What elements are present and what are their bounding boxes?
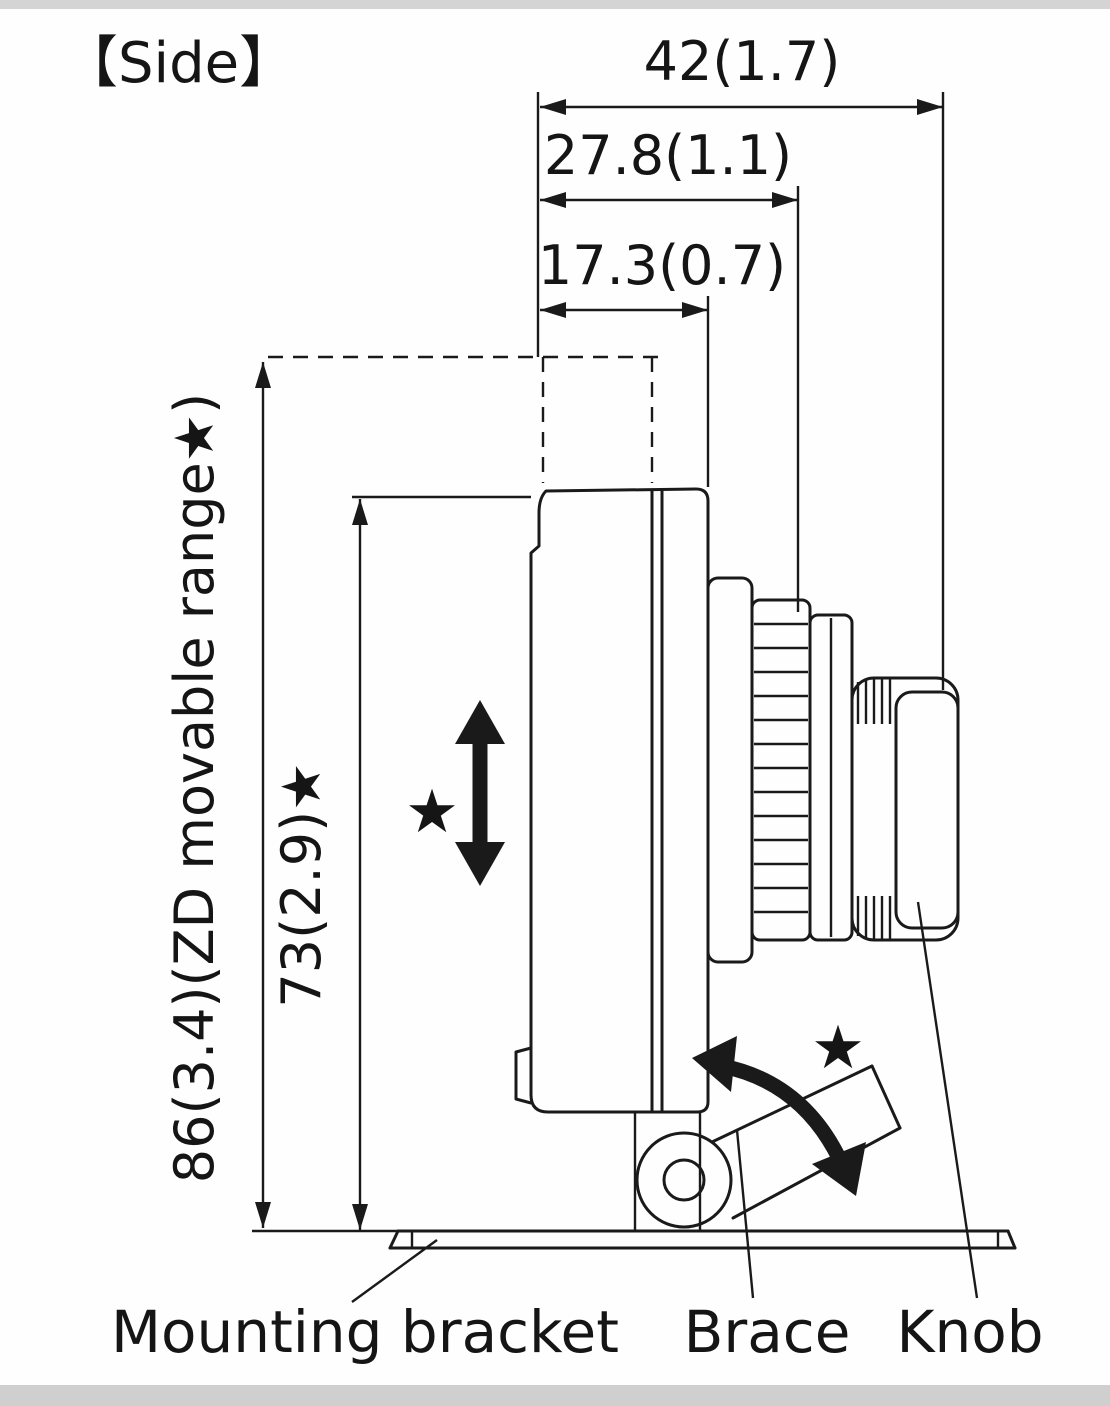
dimension-body-height: 73(2.9)★ bbox=[270, 495, 531, 1230]
vertical-move-star-icon: ★ bbox=[405, 777, 459, 847]
dimension-overall-width: 42(1.7) bbox=[536, 30, 945, 690]
tilt-ratchet-assembly bbox=[706, 576, 854, 964]
tilt-rotation-arrow bbox=[692, 1036, 866, 1196]
device-body bbox=[514, 487, 710, 1114]
dimension-inner-width: 17.3(0.7) bbox=[538, 234, 786, 487]
mounting-bracket-label: Mounting bracket bbox=[111, 1298, 619, 1366]
movable-range-ghost bbox=[268, 355, 662, 483]
leader-lines bbox=[351, 901, 979, 1303]
mounting-bracket-drawing bbox=[388, 1229, 1017, 1250]
tilt-star-icon: ★ bbox=[811, 1013, 865, 1083]
dimension-movable-range: 86(3.4)(ZD movable range★) bbox=[163, 362, 398, 1233]
dim-movable-range-text: 86(3.4)(ZD movable range★) bbox=[163, 393, 226, 1183]
ratchet-teeth bbox=[754, 622, 808, 914]
dimension-mid-width: 27.8(1.1) bbox=[540, 124, 800, 612]
dim-mid-width-text: 27.8(1.1) bbox=[544, 124, 792, 187]
knob-drawing bbox=[850, 676, 960, 942]
bottom-edge-strip bbox=[0, 1385, 1110, 1406]
view-title: 【Side】 bbox=[62, 31, 295, 96]
top-edge-strip bbox=[0, 0, 1110, 9]
dim-overall-width-text: 42(1.7) bbox=[644, 30, 841, 93]
knob-label: Knob bbox=[896, 1298, 1043, 1366]
brace-label: Brace bbox=[684, 1298, 851, 1366]
dim-body-height-text: 73(2.9)★ bbox=[270, 762, 333, 1007]
knob-knurling bbox=[856, 679, 892, 939]
dim-inner-width-text: 17.3(0.7) bbox=[538, 234, 786, 297]
vertical-move-arrow bbox=[455, 700, 505, 886]
